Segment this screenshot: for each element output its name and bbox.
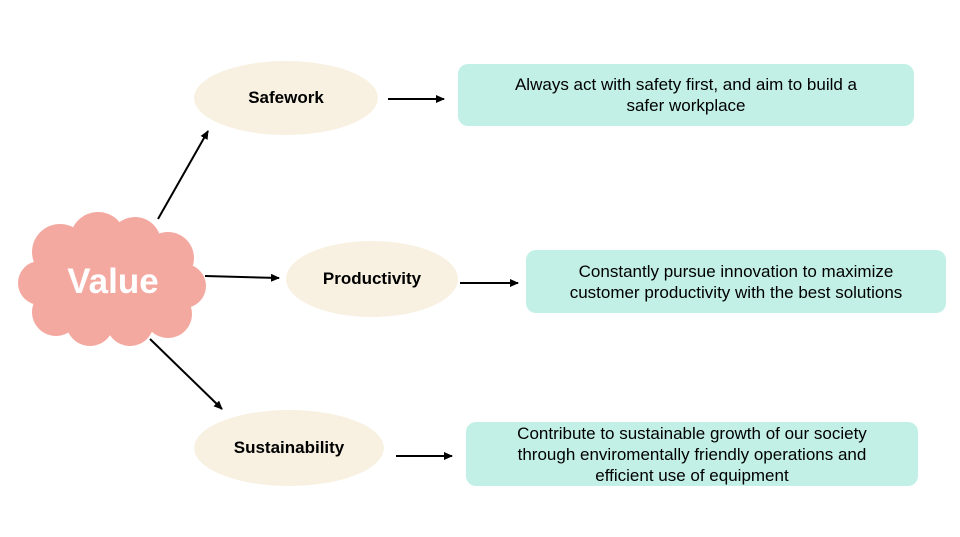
productivity-description-line: Constantly pursue innovation to maximize (578, 261, 894, 281)
safework-title: Safework (248, 88, 324, 107)
sustainability-description-line: through enviromentally friendly operatio… (517, 444, 867, 464)
arrow-to-safework (157, 130, 209, 220)
productivity-description-line: customer productivity with the best solu… (569, 282, 903, 302)
sustainability-description-line: efficient use of equipment (595, 465, 789, 485)
arrow-to-productivity (204, 273, 280, 282)
arrow-to-sustainability (149, 338, 223, 410)
safework-node: Safework (194, 61, 378, 135)
safework-description-line: Always act with safety first, and aim to… (514, 75, 858, 94)
sustainability-node: Sustainability (194, 410, 384, 486)
sustainability-title: Sustainability (233, 438, 345, 457)
productivity-description-box: Constantly pursue innovation to maximize… (526, 250, 946, 313)
sustainability-description-line: Contribute to sustainable growth of our … (517, 423, 867, 443)
sustainability-description: Contribute to sustainable growth of our … (517, 423, 867, 486)
safework-description: Always act with safety first, and aim to… (515, 74, 857, 116)
value-cloud (18, 212, 206, 346)
safework-description-line: safer workplace (626, 96, 746, 115)
productivity-title: Productivity (322, 269, 422, 288)
productivity-node: Productivity (286, 241, 458, 317)
sustainability-description-box: Contribute to sustainable growth of our … (466, 422, 918, 486)
productivity-description: Constantly pursue innovation to maximize… (570, 261, 903, 303)
value-label: Value (67, 262, 159, 301)
safework-description-box: Always act with safety first, and aim to… (458, 64, 914, 126)
